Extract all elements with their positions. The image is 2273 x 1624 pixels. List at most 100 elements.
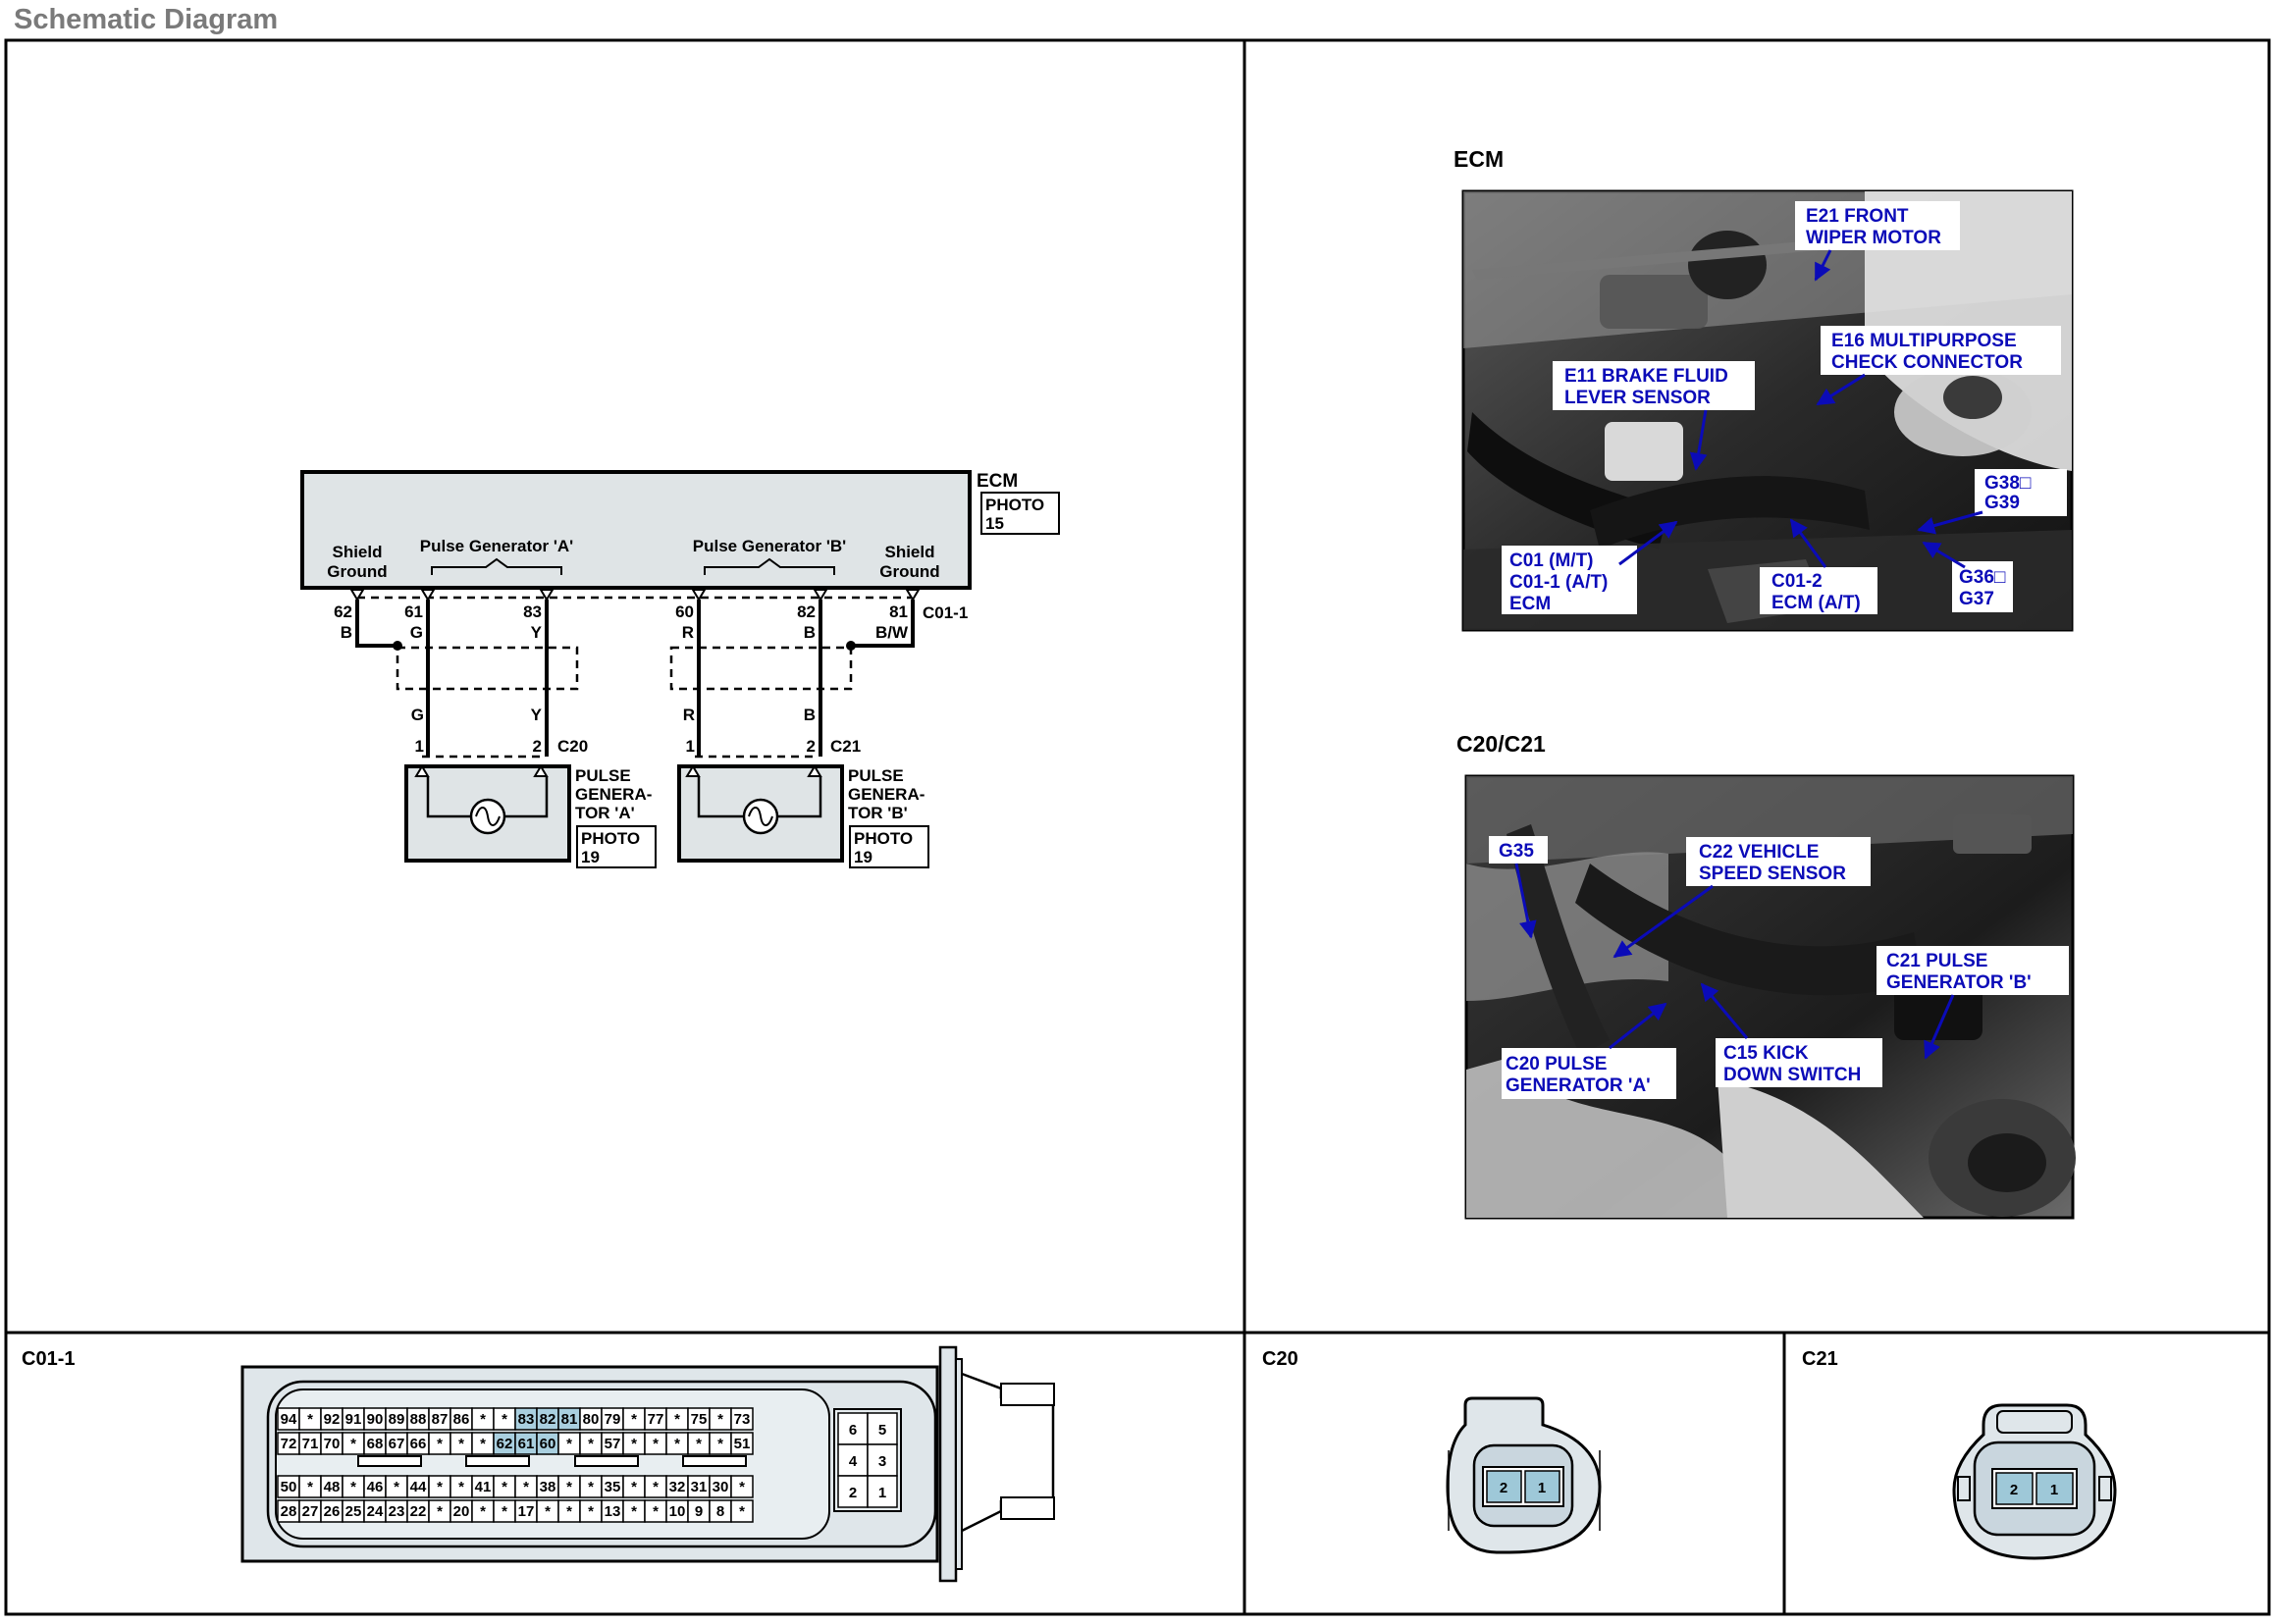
connector-pin-number: 88	[410, 1411, 427, 1428]
connector-pin-number: 91	[345, 1411, 362, 1428]
connector-pin-number: *	[631, 1503, 637, 1520]
callout-g38-2: G39	[1984, 493, 2020, 513]
connector-pin-number: *	[458, 1479, 464, 1495]
connector-pin-number: *	[458, 1436, 464, 1452]
connector-pin-cell	[730, 1432, 754, 1455]
connector-pin-number: *	[653, 1436, 659, 1452]
connector-pin-number: 9	[695, 1503, 703, 1520]
callout-c15-1: C15 KICK	[1723, 1043, 1809, 1064]
connector-pin-cell	[730, 1475, 754, 1498]
connector-pin-number: 24	[367, 1503, 384, 1520]
pin-60-color: R	[682, 623, 694, 642]
connector-pin-number: 72	[281, 1436, 297, 1452]
ecm-photo-box	[980, 492, 1060, 535]
pin-81-color: B/W	[875, 623, 909, 642]
shield-ground-left-2: Ground	[327, 562, 387, 581]
connector-pin-cell	[730, 1499, 754, 1523]
wire-b-b: B	[804, 706, 816, 724]
connector-pin-number: 28	[281, 1503, 297, 1520]
pulse-gen-b-label: Pulse Generator 'B'	[693, 537, 846, 555]
connector-pin-number: *	[437, 1479, 443, 1495]
side-pin-number: 4	[849, 1453, 858, 1470]
pin-61-color: G	[410, 623, 423, 642]
connector-pin-number: 50	[281, 1479, 297, 1495]
connector-pin-number: 26	[324, 1503, 341, 1520]
wire-b-r: R	[683, 706, 695, 724]
side-pin-number: 3	[878, 1453, 886, 1470]
connector-pin-number: 17	[518, 1503, 535, 1520]
c21-cavity-2: 2	[2010, 1482, 2018, 1498]
pin-62: 62	[334, 602, 352, 621]
connector-pin-number: 62	[497, 1436, 513, 1452]
connector-pin-number: 83	[518, 1411, 535, 1428]
connector-c20: 2 1	[1446, 1396, 1602, 1554]
connector-pin-number: 57	[605, 1436, 621, 1452]
photo-c20c21	[1464, 774, 2076, 1220]
pin-82: 82	[797, 602, 816, 621]
connector-pin-number: 27	[302, 1503, 319, 1520]
connector-pin-number: *	[739, 1479, 745, 1495]
connector-pin-number: 67	[389, 1436, 405, 1452]
connector-pin-number: *	[631, 1411, 637, 1428]
c20-cavity-1: 1	[1538, 1480, 1546, 1496]
connector-pin-number: 66	[410, 1436, 427, 1452]
pulse-generator-b	[677, 764, 844, 863]
pulse-gen-b-name-3: TOR 'B'	[848, 804, 908, 822]
connector-pin-number: *	[717, 1411, 723, 1428]
shield-ground-right: Shield	[884, 543, 934, 561]
connector-pin-number: 38	[540, 1479, 556, 1495]
connector-pin-number: *	[350, 1436, 356, 1452]
side-pin-number: 2	[849, 1485, 857, 1501]
ecm-photo-number: 15	[985, 514, 1004, 533]
connector-pin-number: 23	[389, 1503, 405, 1520]
connector-pin-number: 68	[367, 1436, 384, 1452]
callout-e21-1: E21 FRONT	[1806, 206, 1909, 227]
page-title: Schematic Diagram	[14, 4, 278, 35]
c20-pin-1: 1	[415, 737, 424, 756]
photo-c20c21-callouts: G35 C22 VEHICLE SPEED SENSOR C21 PULSE G…	[1489, 836, 2069, 1099]
connector-pin-number: *	[653, 1503, 659, 1520]
callout-c20-2: GENERATOR 'A'	[1506, 1075, 1651, 1096]
c20-cavity-2: 2	[1500, 1480, 1507, 1496]
callout-c20-1: C20 PULSE	[1506, 1054, 1607, 1074]
callout-c15-2: DOWN SWITCH	[1723, 1065, 1861, 1085]
callout-e11-1: E11 BRAKE FLUID	[1564, 366, 1728, 387]
connector-pin-number: 87	[432, 1411, 449, 1428]
callout-e16-2: CHECK CONNECTOR	[1831, 352, 2023, 373]
connector-pin-number: 48	[324, 1479, 341, 1495]
connector-pin-number: 86	[453, 1411, 470, 1428]
ecm-label: ECM	[977, 471, 1018, 492]
pin-61: 61	[404, 602, 423, 621]
splice-dot-right	[846, 641, 856, 651]
wire-a-g: G	[411, 706, 424, 724]
connector-pin-number: *	[588, 1503, 594, 1520]
callout-c01-2: C01-1 (A/T)	[1509, 572, 1608, 593]
pulse-gen-b-photo-number: 19	[854, 848, 872, 866]
wire-a-y: Y	[531, 706, 543, 724]
c20-tag: C20	[557, 737, 588, 756]
connector-pin-number: 60	[540, 1436, 556, 1452]
connector-pin-number: 41	[475, 1479, 492, 1495]
connector-pin-cell	[730, 1407, 754, 1431]
side-pin-cell	[837, 1412, 869, 1445]
pulse-gen-a-photo-number: 19	[581, 848, 600, 866]
connector-pin-number: *	[588, 1436, 594, 1452]
connector-pin-number: *	[566, 1503, 572, 1520]
pin-83-color: Y	[531, 623, 543, 642]
connector-c011-tag: C01-1	[923, 603, 968, 622]
shield-dashed	[357, 596, 913, 759]
connector-pin-number: *	[674, 1436, 680, 1452]
pulse-gen-a-name-3: TOR 'A'	[575, 804, 635, 822]
connector-pin-number: *	[566, 1479, 572, 1495]
callout-c21-2: GENERATOR 'B'	[1886, 972, 2032, 993]
connector-c21: 2 1	[1952, 1403, 2117, 1560]
callout-g38-1: G38□	[1984, 473, 2032, 494]
callout-g36-1: G36□	[1959, 567, 2006, 588]
connector-pin-number: 44	[410, 1479, 427, 1495]
side-pin-cell	[837, 1475, 869, 1508]
connector-pin-number: 32	[669, 1479, 686, 1495]
pulse-gen-a-name-2: GENERA-	[575, 785, 652, 804]
